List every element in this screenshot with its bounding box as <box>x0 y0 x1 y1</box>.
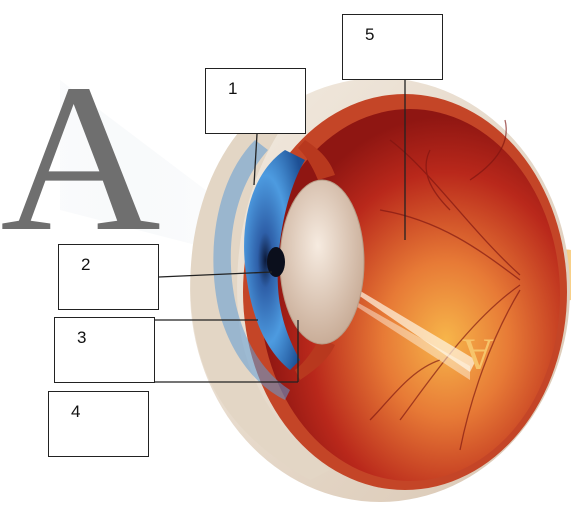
label-box-3[interactable]: 3 <box>54 317 155 383</box>
label-box-4[interactable]: 4 <box>48 391 149 457</box>
label-4-number: 4 <box>71 402 80 421</box>
label-3-number: 3 <box>77 328 86 347</box>
object-letter: A <box>0 52 161 264</box>
label-1-number: 1 <box>228 79 237 98</box>
label-2-number: 2 <box>81 255 90 274</box>
label-box-2[interactable]: 2 <box>58 244 159 310</box>
label-5-number: 5 <box>365 25 374 44</box>
lens <box>280 180 364 344</box>
inverted-letter: A <box>462 330 494 379</box>
inverted-image: A <box>462 330 494 379</box>
label-box-1[interactable]: 1 <box>205 68 306 134</box>
label-box-5[interactable]: 5 <box>342 14 443 80</box>
